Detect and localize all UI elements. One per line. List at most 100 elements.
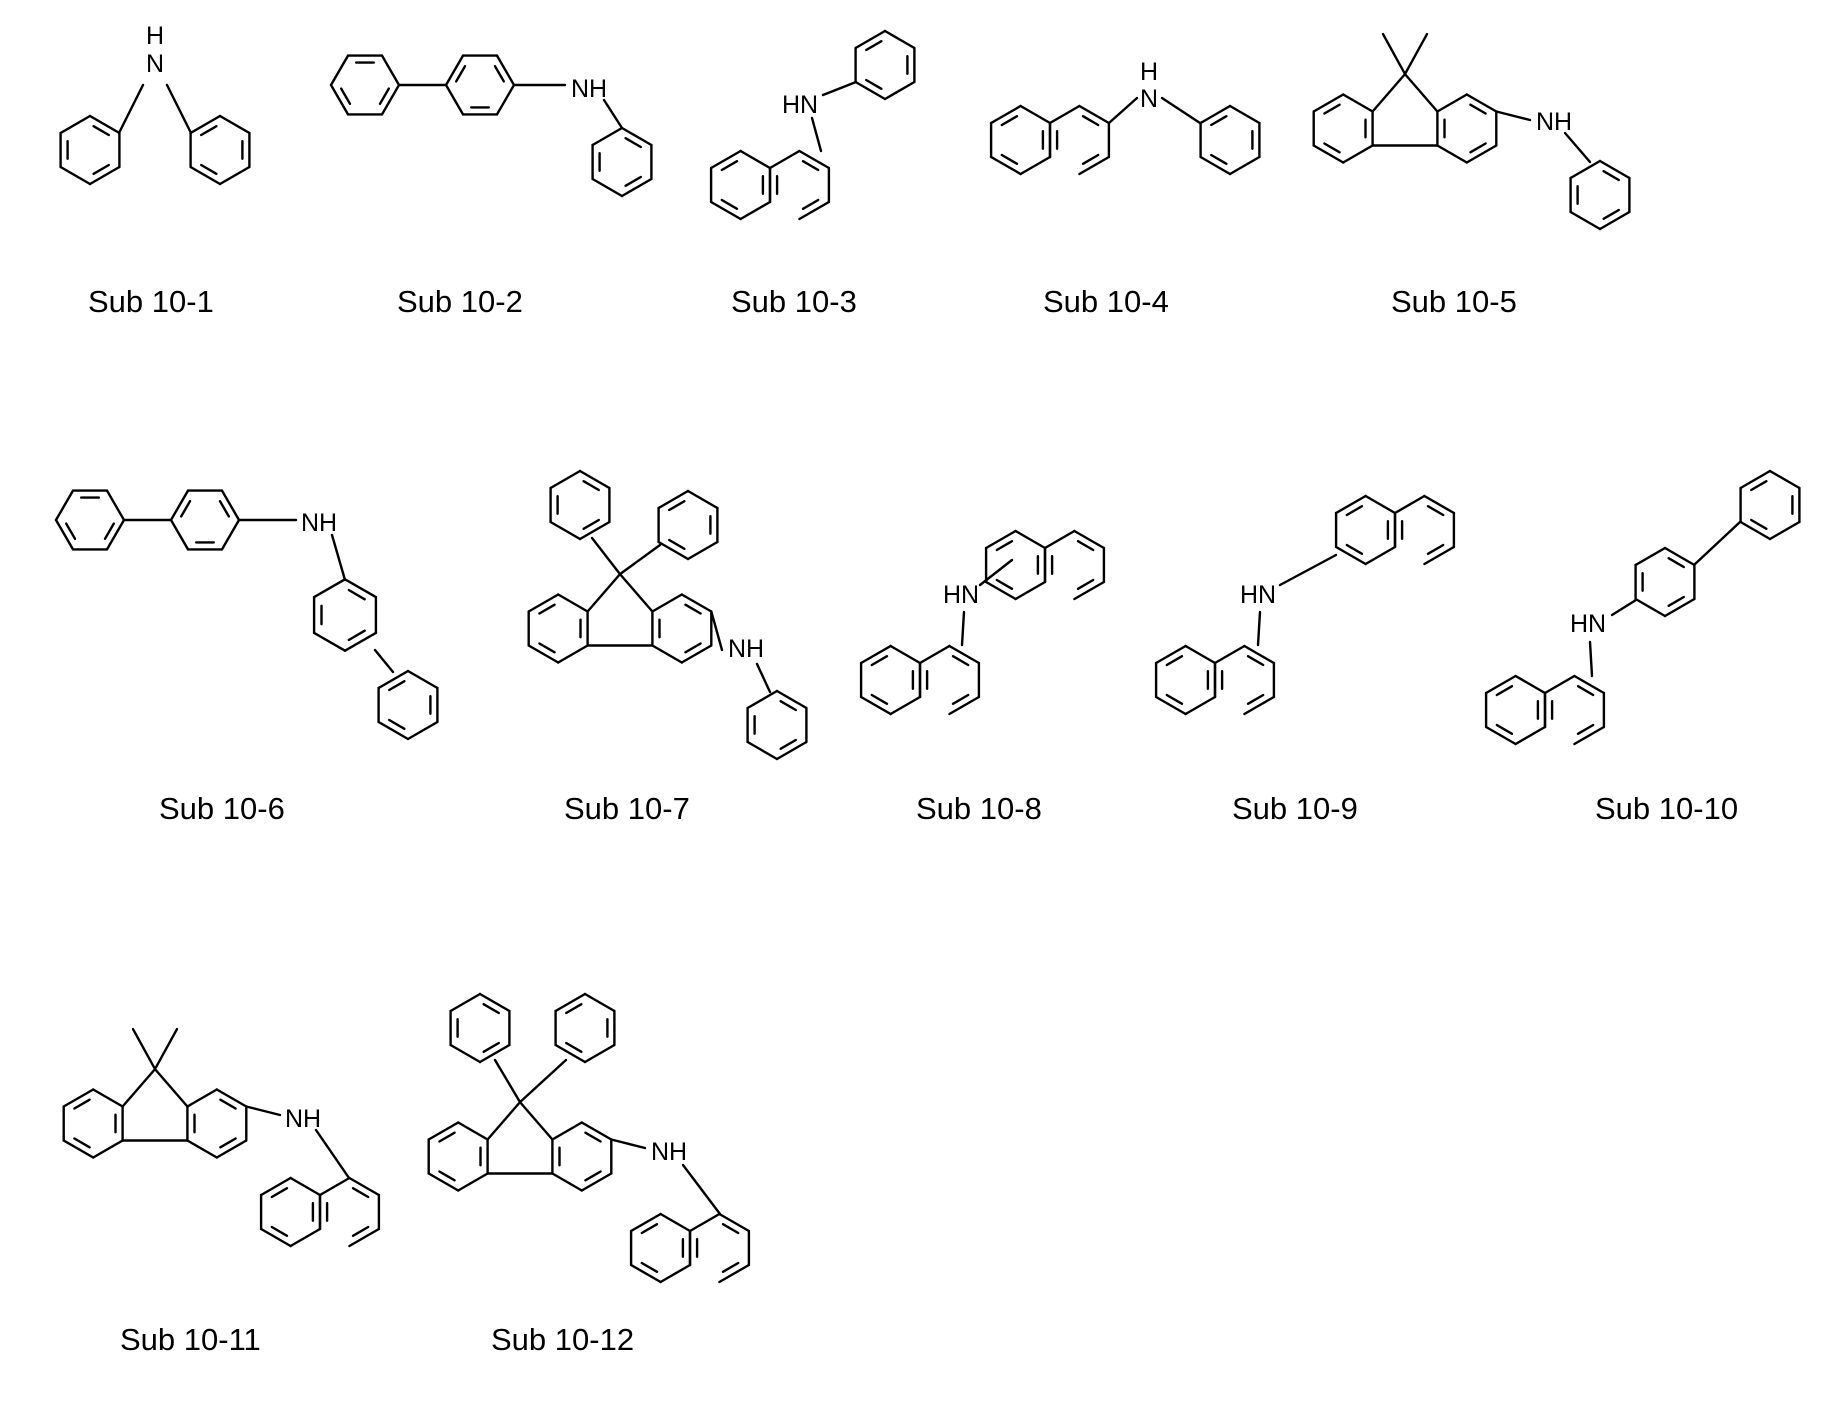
sub10-7-phenyl-b [688,491,717,508]
sub10-7-fluorene-five-ring-bond [620,574,652,611]
compound-label-sub10-7: Sub 10-7 [564,791,690,826]
double-bond [353,1188,368,1197]
sub10-7-phenyl-a [551,522,580,539]
sub10-11-fluorene-left-ring [64,1141,93,1158]
nh-label-sub10-6: NH [301,509,337,537]
sub10-3-bond [823,82,856,95]
nh-label-sub10-2: NH [571,75,607,103]
sub10-10-bond [1590,642,1592,676]
sub10-7-fluorene-right-ring [682,646,712,663]
sub10-12-phenyl-b [585,994,614,1011]
double-bond [584,520,599,529]
sub10-4-naph-ring-a [1021,106,1050,123]
sub10-12-phenyl-a [451,1045,480,1062]
double-bond [1497,725,1512,734]
sub10-12-phenyl-b [585,1045,614,1062]
sub10-5-fluorene-left-ring [1314,146,1344,163]
compound-label-sub10-8: Sub 10-8 [916,791,1042,826]
sub10-5-phenyl [1600,212,1629,229]
sub10-9-naph-a-ring-b [1215,646,1244,663]
sub10-2-phenyl-c [593,179,622,196]
sub10-3-phenyl [885,31,914,48]
sub10-2-phenyl-a [331,56,348,85]
sub10-11-bond [246,1107,280,1116]
sub10-3-naph-ring-b [799,151,829,168]
double-bond [105,524,114,539]
sub10-9-naph-b-ring-a [1366,547,1395,564]
double-bond [1211,116,1226,125]
compound-label-sub10-1: Sub 10-1 [88,284,214,319]
double-bond [1428,545,1443,554]
sub10-5-fluorene-five-ring-bond [1373,74,1405,111]
double-bond [566,1043,581,1052]
double-bond [353,1227,368,1236]
sub10-2-phenyl-c [622,128,651,145]
sub10-12-phenyl-a [451,994,480,1011]
double-bond [484,1004,499,1013]
sub10-6-bond [332,535,345,580]
sub10-5-fluorene-right-ring [1467,146,1497,163]
sub10-8-naph-a-ring-b [920,646,949,663]
double-bond [495,66,504,81]
double-bond [1167,695,1182,704]
double-bond [585,1133,600,1142]
sub10-12-bond [495,1060,520,1102]
sub10-7-fluorene-left-ring [558,646,587,663]
double-bond [389,720,404,729]
sub10-8-bond [980,560,1012,585]
sub10-1-phenyl-b [220,116,249,133]
sub10-2-phenyl-c [622,179,651,196]
sub10-7-fluorene-left-ring [529,646,559,663]
sub10-1-phenyl-b [191,116,220,133]
sub10-12-naph-ring-b [690,1214,719,1231]
double-bond [872,695,887,704]
sub10-11-fluorene-right-ring [217,1090,247,1107]
double-bond [94,126,109,135]
sub10-11-fluorene-right-ring [217,1141,247,1158]
double-bond [439,1133,454,1142]
sub10-2-phenyl-b [497,56,514,85]
double-bond [1002,116,1017,125]
sub10-10-naph-ring-a [1486,727,1516,744]
double-bond [539,644,554,653]
double-bond [803,161,818,170]
sub10-9-naph-b-ring-a [1366,496,1395,513]
sub10-12-fluorene-right-ring [582,1174,612,1191]
sub10-8-naph-a-ring-a [861,646,891,663]
double-bond [566,1004,581,1013]
double-bond [584,481,599,490]
sub10-11-bond [316,1130,349,1178]
sub10-8-naph-a-ring-a [891,646,920,663]
sub10-5-fluorene-right-ring [1437,95,1466,112]
double-bond [349,590,365,599]
sub10-3-naph-ring-a [711,202,741,219]
sub10-11-naph-ring-a [261,1178,291,1195]
sub10-4-phenyl [1201,157,1230,174]
nh-label-sub10-1-h: H [146,22,164,50]
sub10-10-phenyl-b [1741,522,1770,539]
sub10-3-bond [812,118,821,151]
sub10-9-naph-a-ring-a [1186,697,1215,714]
sub10-5-fluorene-right-ring [1437,146,1466,163]
sub10-5-phenyl [1571,161,1600,178]
nh-label-sub10-9: HN [1240,581,1276,609]
double-bond [642,1263,657,1272]
nh-label-sub10-12: NH [651,1138,687,1166]
sub10-7-phenyl-c [777,691,806,708]
double-bond [626,138,641,147]
sub10-9-naph-a-ring-a [1186,646,1215,663]
sub10-1-bond [119,85,143,133]
sub10-12-naph-ring-b [719,1265,749,1282]
sub10-7-phenyl-c [777,742,806,759]
sub10-5-fluorene-left-ring [1314,95,1344,112]
sub10-6-phenyl-c [345,633,376,651]
sub10-6-phenyl-c [314,579,345,597]
double-bond [1167,656,1182,665]
sub10-4-bond [1162,98,1200,123]
sub10-7-fluorene-left-ring [529,595,559,612]
double-bond [380,89,389,104]
sub10-2-phenyl-b [446,85,463,114]
double-bond [642,1224,657,1233]
sub10-3-naph-ring-b [770,151,799,168]
sub10-11-fluorene-five-ring-bond [123,1069,155,1106]
